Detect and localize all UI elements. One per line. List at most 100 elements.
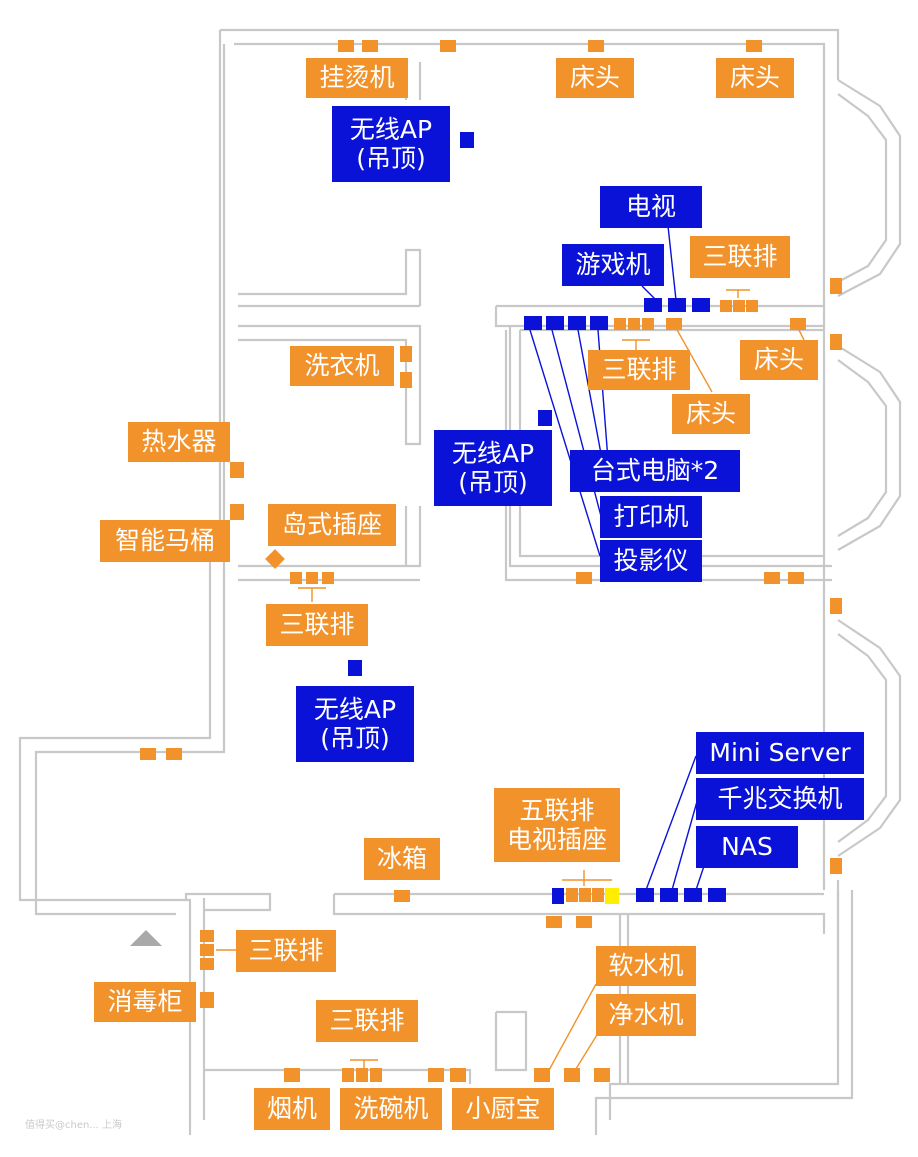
label-gigabit-switch: 千兆交换机 (696, 778, 864, 820)
outlet (306, 572, 318, 584)
outlet (290, 572, 302, 584)
label-smart-toilet: 智能马桶 (100, 520, 230, 562)
power-outlets (140, 40, 842, 1082)
outlet (230, 462, 244, 478)
label-desktop-pc: 台式电脑*2 (570, 450, 740, 492)
outlet (588, 40, 604, 52)
network-point (668, 298, 686, 312)
outlet (322, 572, 334, 584)
label-water-purifier: 净水机 (596, 994, 696, 1036)
label-five-strip: 五联排 电视插座 (494, 788, 620, 862)
outlet (764, 572, 780, 584)
label-mini-water-heater: 小厨宝 (452, 1088, 554, 1130)
outlet (830, 858, 842, 874)
outlet (628, 318, 640, 330)
outlet (284, 1068, 300, 1082)
label-triple-strip: 三联排 (588, 350, 690, 390)
label-island-socket: 岛式插座 (268, 504, 396, 546)
outlet (450, 1068, 466, 1082)
bay-window-bottom (837, 619, 902, 857)
outlet (720, 300, 732, 312)
network-point (660, 888, 678, 902)
label-projector: 投影仪 (600, 540, 702, 582)
outlet (733, 300, 745, 312)
label-nas: NAS (696, 826, 798, 868)
network-point (552, 888, 564, 904)
ap-name: 无线AP (349, 114, 433, 144)
outlet (400, 372, 412, 388)
compass-arrow-icon (130, 930, 162, 946)
bedroom1-wall (238, 62, 422, 308)
outlet (746, 300, 758, 312)
ap-name: 无线AP (313, 694, 397, 724)
outlet (534, 1068, 550, 1082)
label-disinfection-cabinet: 消毒柜 (94, 982, 196, 1022)
outlet (592, 888, 604, 902)
network-points (348, 132, 726, 904)
outlet (546, 916, 562, 928)
label-bedside: 床头 (716, 58, 794, 98)
network-point (524, 316, 542, 330)
label-fridge: 冰箱 (364, 838, 440, 880)
label-bedside: 床头 (672, 394, 750, 434)
outlet (746, 40, 762, 52)
outlet (830, 278, 842, 294)
network-point (546, 316, 564, 330)
label-printer: 打印机 (600, 496, 702, 538)
five-strip-line2: 电视插座 (506, 825, 607, 854)
outlet (230, 504, 244, 520)
label-dishwasher: 洗碗机 (340, 1088, 442, 1130)
outer-wall-inner (34, 42, 840, 1120)
outlet (614, 318, 626, 330)
outer-wall-outer (18, 28, 854, 1135)
outlet (265, 549, 285, 569)
network-point (460, 132, 474, 148)
outlet (400, 346, 412, 362)
label-bedside: 床头 (556, 58, 634, 98)
outlet (642, 318, 654, 330)
outlet (140, 748, 156, 760)
label-wireless-ap: 无线AP (吊顶) (434, 430, 552, 506)
outlet (200, 930, 214, 942)
outlet (200, 944, 214, 956)
outlet (579, 888, 591, 902)
network-point (708, 888, 726, 902)
watermark: 值得买@chen... 上海 (25, 1120, 123, 1131)
outlet (790, 318, 806, 330)
network-point (538, 410, 552, 426)
ap-mount: (吊顶) (458, 468, 528, 497)
label-mini-server: Mini Server (696, 732, 864, 774)
outlet (370, 1068, 382, 1082)
bay-window-mid (837, 345, 902, 551)
label-water-softener: 软水机 (596, 946, 696, 986)
network-point (348, 660, 362, 676)
label-water-heater: 热水器 (128, 422, 230, 462)
network-point (692, 298, 710, 312)
ap-mount: (吊顶) (320, 724, 390, 753)
outlet (594, 1068, 610, 1082)
label-triple-strip: 三联排 (316, 1000, 418, 1042)
tv-socket-highlight (605, 888, 619, 904)
label-triple-strip: 三联排 (690, 236, 790, 278)
outlet (830, 598, 842, 614)
network-point (568, 316, 586, 330)
outlet (566, 888, 578, 902)
label-washing-machine: 洗衣机 (290, 346, 394, 386)
label-tv: 电视 (600, 186, 702, 228)
bay-window-top (837, 79, 902, 297)
label-bedside: 床头 (740, 340, 818, 380)
outlet (830, 334, 842, 350)
outlet (666, 318, 682, 330)
laundry-wall (238, 324, 422, 568)
network-point (644, 298, 662, 312)
label-triple-strip: 三联排 (236, 930, 336, 972)
outlet (788, 572, 804, 584)
outlet (576, 916, 592, 928)
outlet (440, 40, 456, 52)
outlet (342, 1068, 354, 1082)
outlet (338, 40, 354, 52)
outlet (428, 1068, 444, 1082)
kitchen-wall (184, 892, 826, 1084)
label-triple-strip: 三联排 (266, 604, 368, 646)
